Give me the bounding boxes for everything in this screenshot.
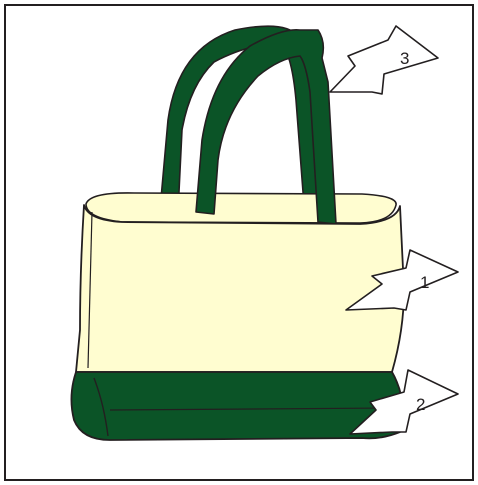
callout-arrow-2: 2 — [349, 369, 459, 435]
bag-body — [75, 204, 405, 373]
callout-arrow-3: 3 — [329, 25, 439, 95]
callout-label-2: 2 — [416, 395, 425, 414]
callout-label-1: 1 — [420, 273, 429, 292]
bag-bottom-band — [70, 371, 404, 441]
callout-label-3: 3 — [400, 49, 409, 68]
bag-rim — [85, 192, 397, 224]
bag-back-handle — [159, 25, 323, 213]
callout-arrow-1: 1 — [345, 249, 459, 311]
bag-front-handle — [195, 29, 337, 225]
